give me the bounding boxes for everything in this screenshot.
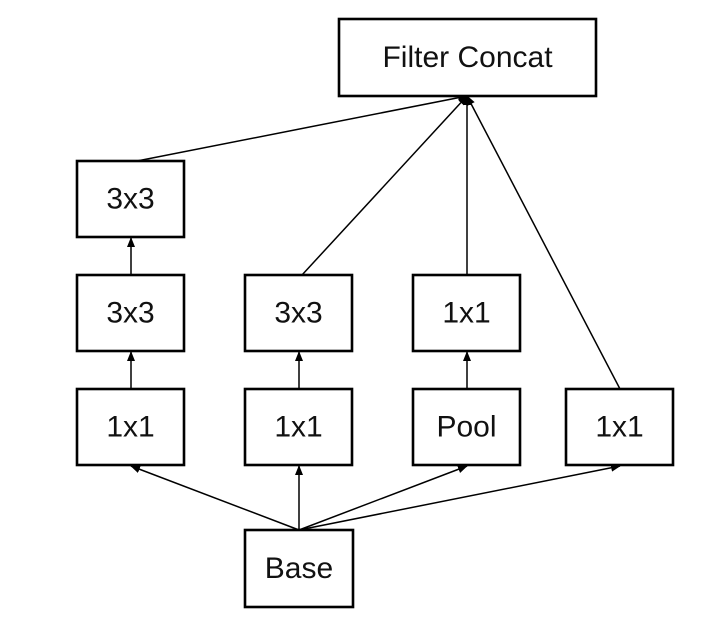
edge-mid-top-conv-to-filter-concat xyxy=(301,95,468,276)
pool-branch-conv-node: 1x1 xyxy=(411,273,522,353)
pool-label: Pool xyxy=(436,411,496,444)
left-top-conv-node: 3x3 xyxy=(75,159,186,239)
edge-base-to-right-conv xyxy=(298,463,621,531)
pool-node: Pool xyxy=(411,387,522,467)
pool-branch-conv-label: 1x1 xyxy=(442,297,490,330)
right-conv-node: 1x1 xyxy=(564,387,675,467)
left-mid-conv-label: 3x3 xyxy=(106,297,154,330)
mid-top-conv-label: 3x3 xyxy=(274,297,322,330)
left-bottom-conv-node: 1x1 xyxy=(75,387,186,467)
filter-concat-node: Filter Concat xyxy=(337,17,598,98)
edge-base-to-left-bottom-conv xyxy=(130,465,300,531)
mid-bottom-conv-node: 1x1 xyxy=(243,387,354,467)
left-bottom-conv-label: 1x1 xyxy=(106,411,154,444)
left-top-conv-label: 3x3 xyxy=(106,183,154,216)
mid-bottom-conv-label: 1x1 xyxy=(274,411,322,444)
right-conv-label: 1x1 xyxy=(595,411,643,444)
edge-right-conv-to-filter-concat xyxy=(466,95,621,390)
filter-concat-label: Filter Concat xyxy=(382,41,553,74)
edges xyxy=(127,93,621,531)
mid-top-conv-node: 3x3 xyxy=(243,273,354,353)
edge-base-to-pool xyxy=(298,465,468,531)
base-node: Base xyxy=(243,528,355,609)
left-mid-conv-node: 3x3 xyxy=(75,273,186,353)
edge-left-top-conv-to-filter-concat xyxy=(136,93,468,162)
base-label: Base xyxy=(265,552,333,585)
